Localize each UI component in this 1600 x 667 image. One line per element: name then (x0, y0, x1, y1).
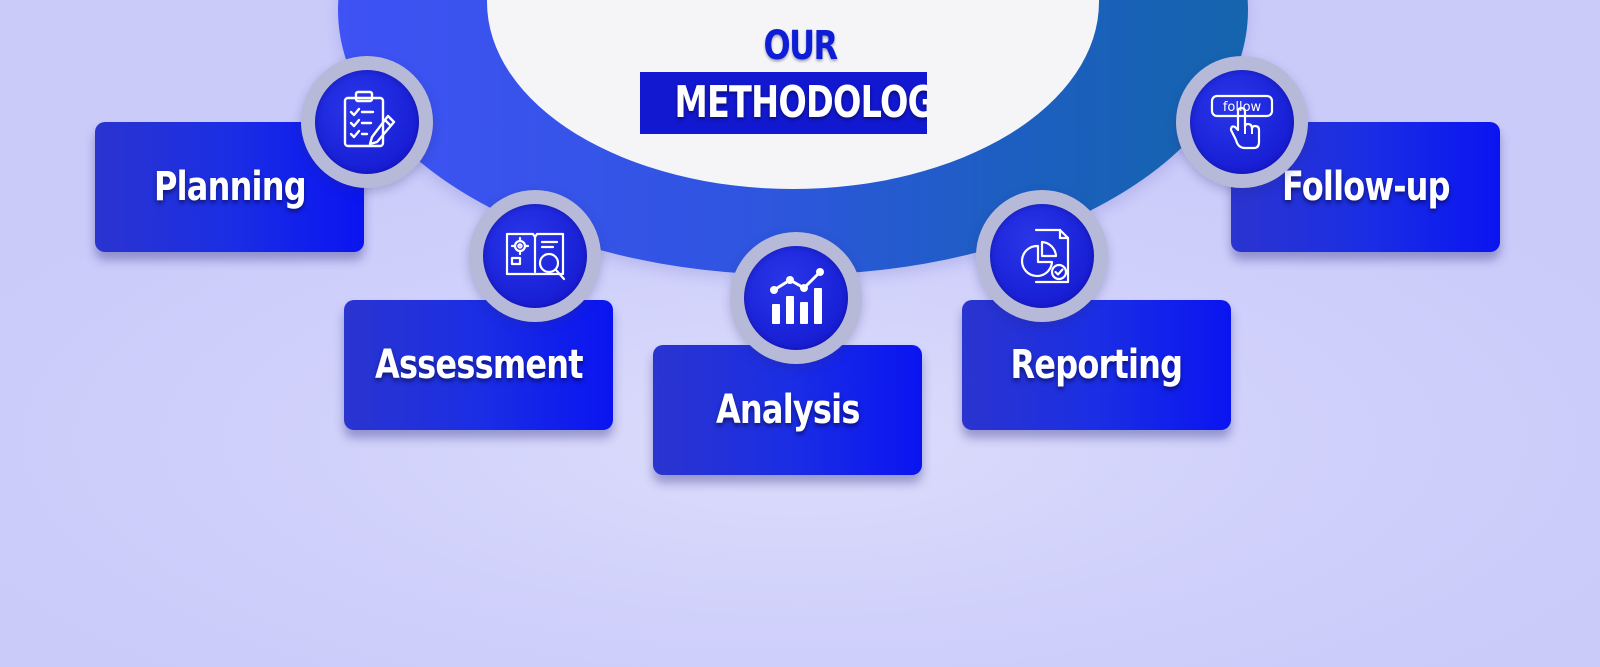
follow-up-badge: follow (1176, 56, 1308, 188)
planning-badge (301, 56, 433, 188)
bar-chart-trend-icon (770, 268, 824, 324)
clipboard-checklist-icon (343, 90, 396, 148)
step-label-analysis: Analysis (715, 387, 860, 433)
step-card-analysis: Analysis (653, 345, 922, 475)
step-label-planning: Planning (153, 164, 307, 210)
step-card-planning: Planning (95, 122, 364, 252)
step-label-reporting: Reporting (1010, 342, 1184, 388)
step-label-follow-up: Follow-up (1281, 164, 1451, 210)
pie-chart-report-icon (1020, 228, 1070, 284)
title-box: METHODOLOGY (640, 72, 927, 134)
step-label-assessment: Assessment (374, 342, 584, 388)
step-card-assessment: Assessment (344, 300, 613, 430)
step-card-reporting: Reporting (962, 300, 1231, 430)
book-magnifier-icon (505, 232, 566, 281)
analysis-badge (730, 232, 862, 364)
follow-button-click-icon: follow (1210, 94, 1274, 150)
reporting-badge (976, 190, 1108, 322)
assessment-badge (469, 190, 601, 322)
title-line-our: OUR (763, 23, 838, 69)
title-line-methodology: METHODOLOGY (674, 77, 927, 128)
